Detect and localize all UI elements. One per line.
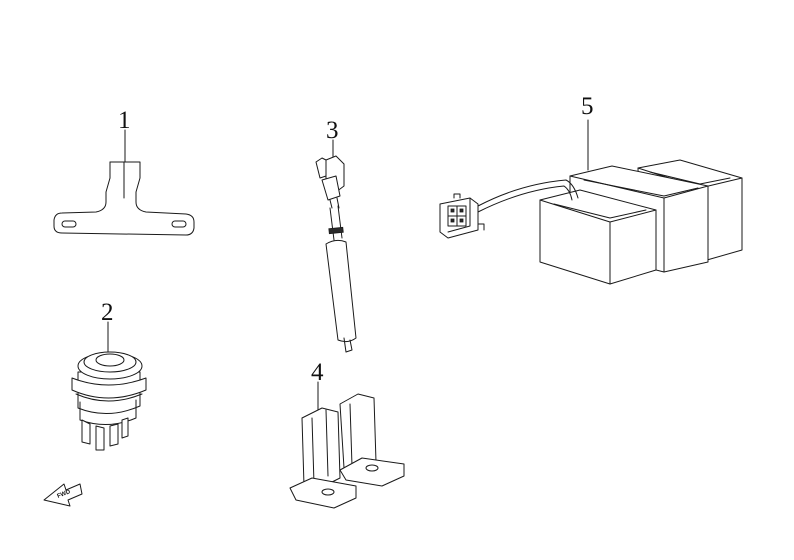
callout-2: 2 — [101, 299, 114, 326]
callout-5: 5 — [581, 93, 594, 120]
part-4-mounting-bracket: 4 — [289, 359, 405, 509]
part-2-switch: 2 — [71, 299, 147, 451]
part-3-cable-sensor: 3 — [315, 117, 357, 353]
part-1-bracket: 1 — [53, 107, 195, 236]
part-5-battery-pack: 5 — [439, 93, 743, 285]
callout-3: 3 — [326, 117, 339, 144]
fwd-label: FWD — [57, 489, 73, 500]
forward-arrow-icon: FWD — [43, 483, 83, 507]
callout-1: 1 — [118, 107, 131, 134]
callout-4: 4 — [311, 359, 324, 386]
